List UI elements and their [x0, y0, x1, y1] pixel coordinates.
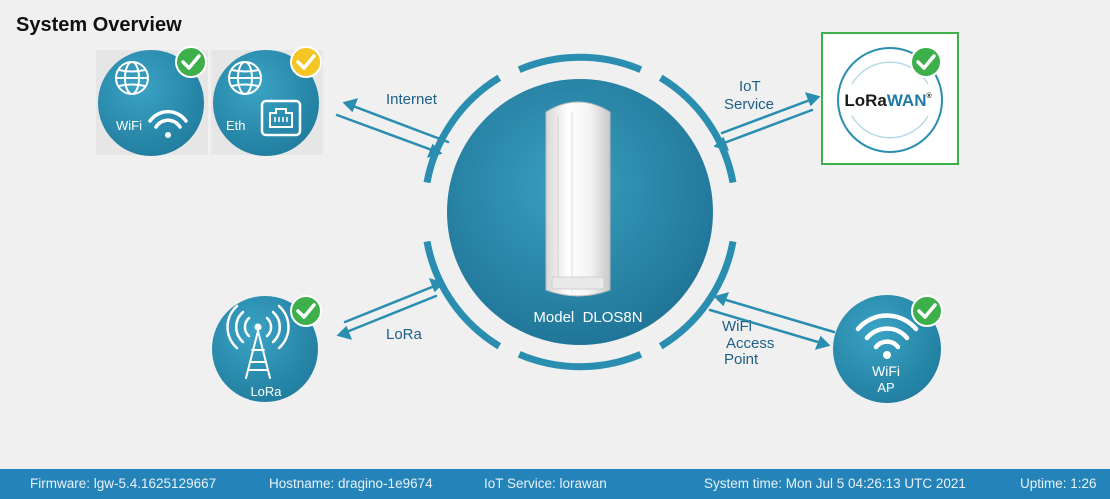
- wifi-ap-node[interactable]: WiFi AP: [833, 295, 943, 403]
- ethernet-port-icon: [260, 99, 302, 137]
- gateway-device: Model DLOS8N: [423, 53, 737, 371]
- wifi-ap-link-arrows: [708, 292, 836, 350]
- lorawan-logo-wan: WAN: [887, 91, 927, 110]
- wifi-node-label: WiFi: [116, 118, 142, 133]
- wifi-ap-link-label-line2: Access: [726, 335, 774, 352]
- uptime-status: Uptime: 1:26: [1020, 476, 1097, 491]
- wifi-status-check-icon: [175, 46, 207, 78]
- gateway-body: [545, 101, 611, 297]
- firmware-status: Firmware: lgw-5.4.1625129667: [30, 476, 217, 491]
- wifi-ap-node-label-line2: AP: [877, 380, 894, 395]
- wifi-ap-link-label-line1: WiFi: [722, 318, 752, 335]
- eth-node[interactable]: Eth: [211, 46, 323, 156]
- lorawan-logo-lora: LoRa: [844, 91, 887, 110]
- iot-service-link-label-line2: Service: [724, 96, 774, 113]
- iot-service-link-label-line1: IoT: [739, 78, 761, 95]
- lora-node-label: LoRa: [250, 384, 282, 399]
- antenna-tower-icon: [226, 304, 290, 379]
- iot-service-status: IoT Service: lorawan: [484, 476, 607, 491]
- lora-status-check-icon: [290, 295, 322, 327]
- iot-service-link-arrows: [713, 92, 821, 151]
- wifi-icon: [148, 109, 188, 138]
- eth-status-check-icon: [290, 46, 322, 78]
- lora-link-arrows: [336, 278, 445, 340]
- system-time-status: System time: Mon Jul 5 04:26:13 UTC 2021: [704, 476, 966, 491]
- wifi-icon: [855, 313, 919, 359]
- lora-node[interactable]: LoRa: [212, 295, 322, 402]
- gateway-model-label: Model DLOS8N: [533, 309, 642, 326]
- uptime-clip: Uptime: 1:26: [1018, 469, 1110, 499]
- lora-link-label: LoRa: [386, 326, 423, 343]
- lorawan-logo: LoRaWAN®: [844, 91, 932, 110]
- eth-node-label: Eth: [226, 118, 246, 133]
- internet-link-arrows: [335, 98, 450, 158]
- wifi-ap-status-check-icon: [911, 295, 943, 327]
- hostname-status: Hostname: dragino-1e9674: [269, 476, 433, 491]
- lorawan-logo-mark: ®: [927, 92, 933, 100]
- page-title: System Overview: [16, 14, 182, 36]
- wifi-node[interactable]: WiFi: [96, 46, 208, 156]
- globe-icon: [228, 61, 262, 95]
- lorawan-status-check-icon: [910, 46, 942, 78]
- wifi-ap-link-label-line3: Point: [724, 351, 759, 368]
- globe-icon: [115, 61, 149, 95]
- status-bar: Firmware: lgw-5.4.1625129667 Hostname: d…: [0, 469, 1110, 499]
- internet-link-label: Internet: [386, 91, 438, 108]
- wifi-ap-node-label-line1: WiFi: [872, 363, 900, 379]
- system-diagram: Model DLOS8N Internet IoT: [96, 32, 959, 403]
- lorawan-node[interactable]: LoRaWAN®: [821, 32, 959, 165]
